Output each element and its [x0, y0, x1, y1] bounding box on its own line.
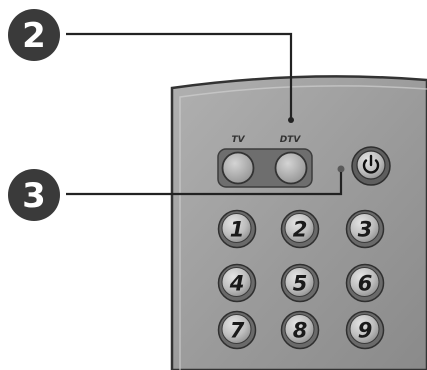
- number-keypad: 1 2 3 4 5 6 7 8 9: [217, 209, 385, 350]
- keypad-digit-8: 8: [293, 319, 308, 343]
- power-icon: [362, 154, 380, 174]
- keypad-button-2[interactable]: 2: [280, 209, 320, 249]
- keypad-button-4[interactable]: 4: [217, 263, 257, 303]
- keypad-digit-1: 1: [230, 218, 245, 242]
- keypad-digit-2: 2: [293, 218, 308, 242]
- keypad-button-7[interactable]: 7: [217, 310, 257, 350]
- leader-lines: [66, 32, 343, 196]
- callout-3-number: 3: [22, 176, 46, 216]
- leader-line-3: [66, 172, 343, 196]
- tv-button[interactable]: [221, 151, 255, 185]
- tv-label: TV: [231, 135, 245, 145]
- keypad-digit-4: 4: [229, 272, 245, 296]
- callout-2: 2: [8, 9, 60, 61]
- leader-line-2: [66, 32, 293, 118]
- keypad-digit-9: 9: [358, 319, 373, 343]
- callout-2-number: 2: [22, 16, 46, 56]
- keypad-button-5[interactable]: 5: [280, 263, 320, 303]
- keypad-digit-5: 5: [293, 272, 308, 296]
- keypad-button-8[interactable]: 8: [280, 310, 320, 350]
- keypad-digit-7: 7: [230, 319, 245, 343]
- power-button[interactable]: [351, 146, 391, 186]
- dtv-label: DTV: [280, 135, 302, 145]
- leader-dot-2: [288, 117, 294, 123]
- keypad-button-9[interactable]: 9: [345, 310, 385, 350]
- keypad-button-3[interactable]: 3: [345, 209, 385, 249]
- keypad-button-1[interactable]: 1: [217, 209, 257, 249]
- dtv-button[interactable]: [274, 151, 308, 185]
- indicator-led: [337, 165, 345, 173]
- keypad-digit-6: 6: [358, 272, 373, 296]
- keypad-digit-3: 3: [358, 218, 373, 242]
- keypad-button-6[interactable]: 6: [345, 263, 385, 303]
- callout-3: 3: [8, 169, 60, 221]
